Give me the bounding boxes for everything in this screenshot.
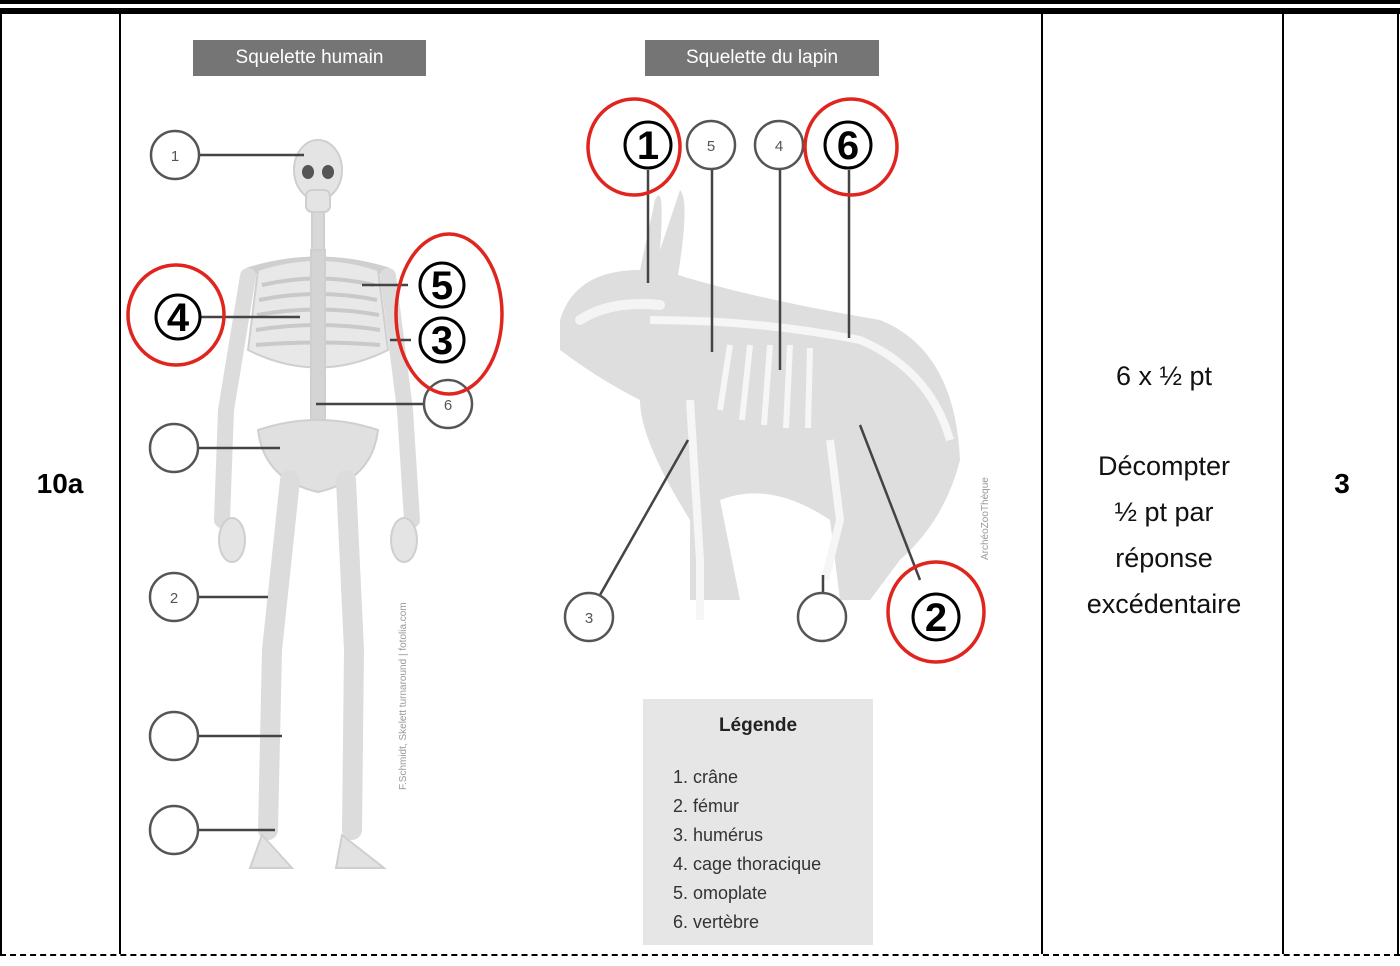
- barem-line: excédentaire: [1044, 586, 1284, 622]
- human-printed-label-1: 1: [171, 148, 179, 165]
- human-printed-label-6: 6: [444, 397, 452, 414]
- rabbit-label-circle-empty: [798, 593, 846, 641]
- rabbit-image-credit: ArchéoZooThèque: [980, 477, 991, 560]
- legend-item: 6. vertèbre: [673, 908, 873, 937]
- legend-title: Légende: [643, 715, 873, 737]
- human-label-circle-empty: [150, 424, 198, 472]
- legend-item: 4. cage thoracique: [673, 850, 873, 879]
- legend-box: Légende 1. crâne 2. fémur 3. humérus 4. …: [643, 699, 873, 945]
- human-image-credit: F.Schmidt, Skelett turnaround | fotolia.…: [398, 602, 409, 790]
- legend-item: 3. humérus: [673, 821, 873, 850]
- rabbit-printed-label-4: 4: [775, 138, 783, 155]
- barem-line: 6 x ½ pt: [1044, 358, 1284, 394]
- human-answer-5: 5: [431, 264, 453, 308]
- points-value: 3: [1284, 468, 1400, 500]
- human-answer-4: 4: [167, 296, 190, 340]
- rabbit-answer-2: 2: [925, 596, 947, 640]
- column-divider: [1041, 14, 1043, 954]
- barem-line: Décompter: [1044, 448, 1284, 484]
- rabbit-answer-6: 6: [837, 124, 859, 168]
- legend-item: 5. omoplate: [673, 879, 873, 908]
- rabbit-printed-label-3: 3: [585, 610, 593, 627]
- human-label-circle-empty: [150, 712, 198, 760]
- human-answer-3: 3: [431, 319, 453, 363]
- rabbit-printed-label-5: 5: [707, 138, 715, 155]
- legend-list: 1. crâne 2. fémur 3. humérus 4. cage tho…: [673, 763, 873, 937]
- barem-line: réponse: [1044, 540, 1284, 576]
- rabbit-answer-1: 1: [637, 124, 659, 168]
- rabbit-body-drawing: [560, 190, 960, 620]
- legend-item: 2. fémur: [673, 792, 873, 821]
- barem-line: ½ pt par: [1044, 494, 1284, 530]
- human-skeleton-drawing: [219, 140, 417, 868]
- legend-item: 1. crâne: [673, 763, 873, 792]
- human-label-circle-empty: [150, 806, 198, 854]
- human-printed-label-2: 2: [170, 590, 178, 607]
- row-separator-dashed: [0, 954, 1400, 956]
- skeleton-figure: 1 2 6 5 4 3 4 5 3 1 6 2: [0, 0, 1040, 954]
